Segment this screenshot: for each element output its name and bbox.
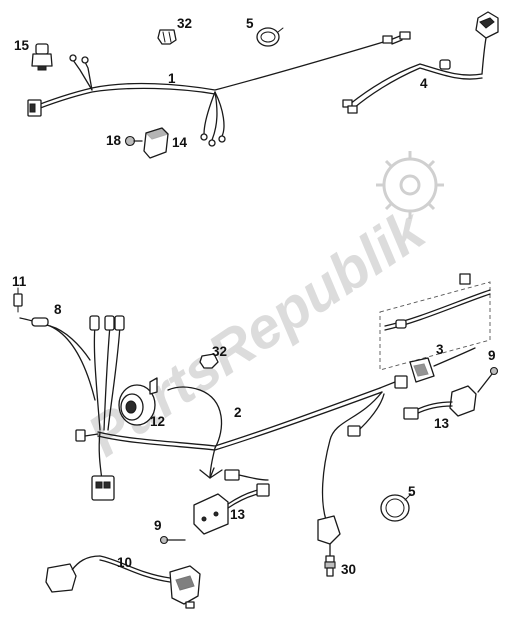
handlebar-switch-part-4 (342, 11, 499, 114)
callout-3: 3 (436, 342, 444, 357)
callout-5-bottom: 5 (408, 484, 416, 499)
callout-15: 15 (14, 38, 30, 53)
clip-part-32-bottom (199, 353, 219, 369)
watermark: PartsRepublik (76, 196, 438, 470)
connector-part-3 (409, 347, 476, 383)
callout-32-bottom: 32 (212, 344, 227, 359)
callout-8: 8 (54, 302, 62, 317)
spark-plug-lead (317, 391, 385, 557)
callout-10: 10 (117, 555, 132, 570)
regulator-part-13-right (403, 385, 477, 420)
callout-9-left: 9 (154, 518, 162, 533)
screw-part-9-left (159, 535, 186, 545)
ignition-switch-part-15 (31, 43, 53, 71)
callout-4: 4 (420, 76, 428, 91)
cable-tie-part-5-top (256, 27, 284, 47)
callout-5-top: 5 (246, 16, 254, 31)
callout-2: 2 (234, 405, 242, 420)
callout-32-top: 32 (177, 16, 192, 31)
main-harness-part-2 (75, 315, 408, 501)
clip-part-32-top (157, 29, 177, 45)
relay-part-14 (143, 127, 169, 159)
callout-12: 12 (150, 414, 165, 429)
switch-part-10 (45, 555, 201, 609)
callout-14: 14 (172, 135, 188, 150)
bolt-part-18 (124, 135, 143, 147)
callout-18: 18 (106, 133, 122, 148)
callout-13-right: 13 (434, 416, 450, 431)
spark-plug-part-30 (324, 555, 336, 577)
callout-30: 30 (341, 562, 356, 577)
screw-part-9-right (477, 366, 499, 393)
callout-9-right: 9 (488, 348, 496, 363)
main-harness-part-1 (27, 31, 411, 147)
callout-1: 1 (168, 71, 176, 86)
callout-11: 11 (12, 274, 27, 289)
watermark-text: PartsRepublik (76, 196, 438, 470)
gear-icon (376, 151, 444, 219)
callout-13-left: 13 (230, 507, 246, 522)
fuse-holder-part-8 (19, 317, 96, 401)
fuse-part-11 (13, 287, 23, 313)
horn-part-12 (118, 377, 158, 426)
dashed-callout-box (379, 273, 491, 371)
cable-tie-part-5-bottom (380, 493, 412, 522)
regulator-part-13-left (193, 483, 270, 535)
